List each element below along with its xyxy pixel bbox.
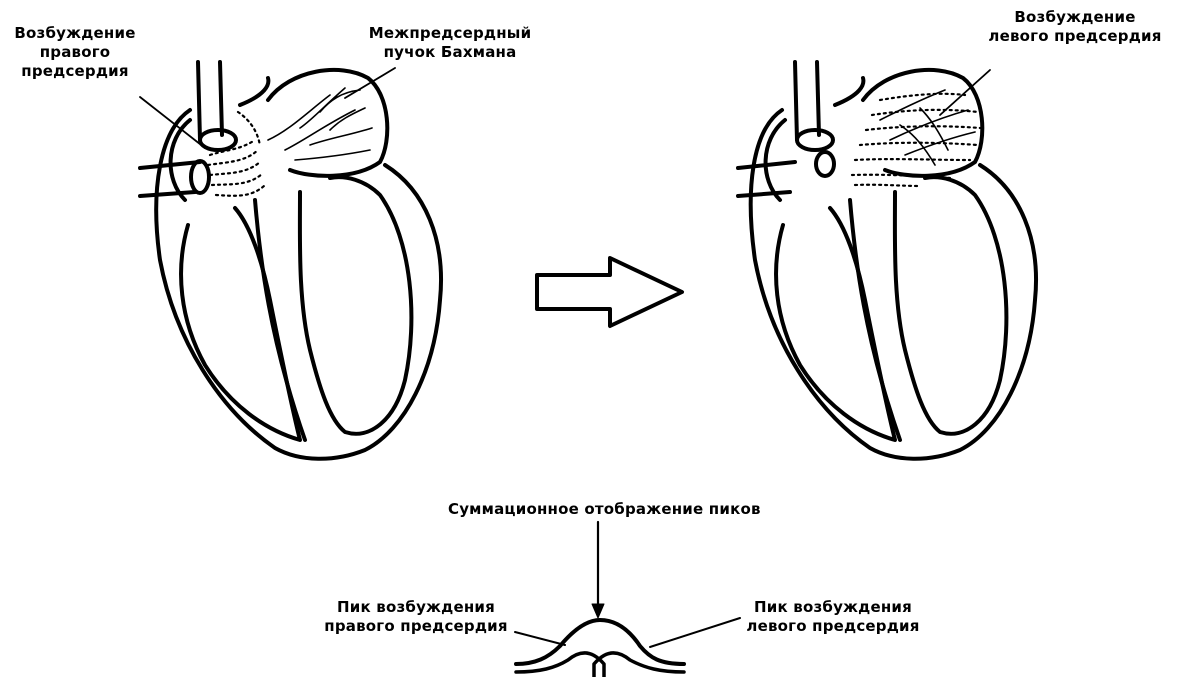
- transition-arrow: [537, 258, 682, 326]
- right-peak-pointer: [515, 632, 565, 645]
- right-atrium-label-line3: предсердия: [6, 62, 144, 81]
- right-atrial-wave: [516, 653, 604, 677]
- right-peak-label-line1: Пик возбуждения: [316, 598, 516, 617]
- right-atrium-label-line2: правого: [6, 43, 144, 62]
- left-atrium-label-line2: левого предсердия: [980, 27, 1170, 46]
- left-peak-label-line1: Пик возбуждения: [738, 598, 928, 617]
- bachmann-label-line1: Межпредсердный: [360, 24, 540, 43]
- right-right-atrium: [766, 78, 864, 200]
- summation-label: Суммационное отображение пиков: [448, 500, 748, 519]
- left-septum: [255, 200, 305, 440]
- right-left-ventricle-inner: [895, 177, 1007, 434]
- right-atrium-excitation-label: Возбуждение правого предсердия: [6, 24, 144, 81]
- left-atrium-fibres: [880, 90, 975, 165]
- left-peak-pointer: [650, 618, 740, 647]
- right-ventricle-inner: [181, 208, 300, 440]
- bachmann-label-line2: пучок Бахмана: [360, 43, 540, 62]
- right-atrium-excitation-dots: [208, 112, 264, 196]
- left-atrium-label-line1: Возбуждение: [980, 8, 1170, 27]
- right-septum: [850, 200, 900, 440]
- left-peak-label: Пик возбуждения левого предсердия: [738, 598, 928, 636]
- bachmann-fibres: [268, 88, 372, 160]
- summation-label-text: Суммационное отображение пиков: [448, 500, 748, 519]
- left-svc-opening: [200, 130, 236, 150]
- summation-arrowhead: [592, 604, 604, 618]
- right-atrium-label-line1: Возбуждение: [6, 24, 144, 43]
- right-peak-label-line2: правого предсердия: [316, 617, 516, 636]
- bachmann-bundle-label: Межпредсердный пучок Бахмана: [360, 24, 540, 62]
- left-ivc-opening: [191, 161, 209, 193]
- left-ventricle-inner: [300, 177, 412, 434]
- right-heart: [738, 62, 1036, 459]
- left-peak-label-line2: левого предсердия: [738, 617, 928, 636]
- right-right-ventricle-inner: [776, 208, 895, 440]
- left-heart: [140, 62, 441, 459]
- left-left-atrium: [268, 70, 387, 176]
- left-atrium-excitation-label: Возбуждение левого предсердия: [980, 8, 1170, 46]
- p-wave-diagram: [515, 522, 740, 677]
- right-peak-label: Пик возбуждения правого предсердия: [316, 598, 516, 636]
- left-atrium-pointer: [940, 70, 990, 115]
- right-ivc-opening: [816, 152, 834, 176]
- right-svc-opening: [797, 130, 833, 150]
